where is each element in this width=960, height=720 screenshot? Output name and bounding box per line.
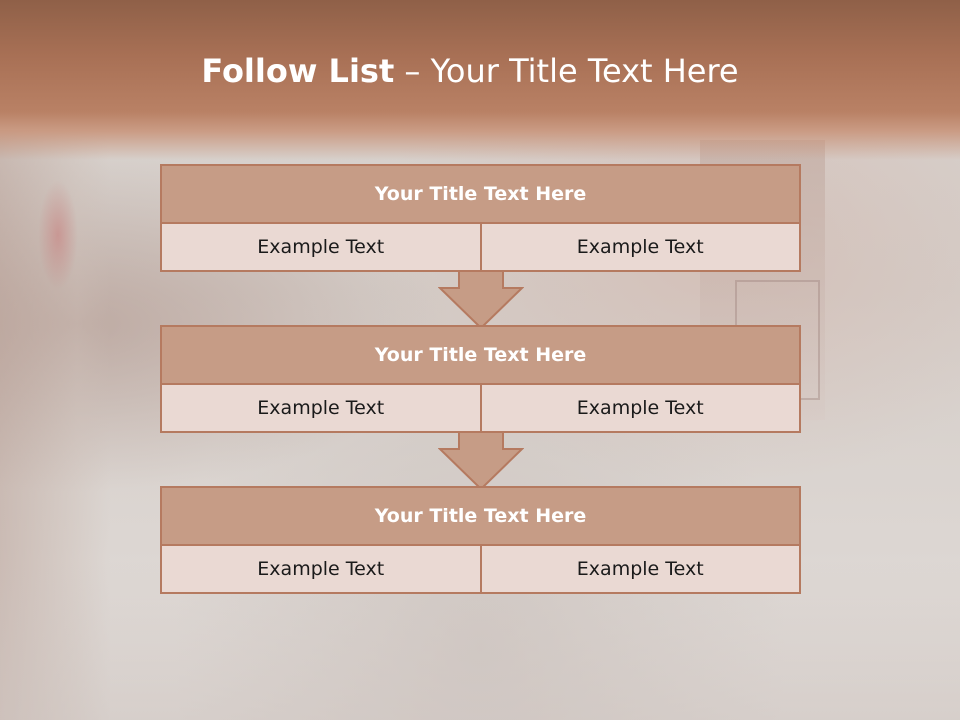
- slide-title-bold: Follow List: [201, 52, 395, 90]
- down-arrow-icon: [438, 431, 524, 491]
- flow-box-cell-right[interactable]: Example Text: [479, 224, 799, 270]
- flow-box-row: Example Text Example Text: [162, 385, 799, 431]
- flow-box-cell-left[interactable]: Example Text: [162, 224, 480, 270]
- flow-box-cell-right[interactable]: Example Text: [479, 385, 799, 431]
- flow-box-3[interactable]: Your Title Text Here Example Text Exampl…: [160, 486, 801, 594]
- flow-box-header: Your Title Text Here: [162, 166, 799, 224]
- flow-box-cell-right[interactable]: Example Text: [479, 546, 799, 592]
- flow-box-header: Your Title Text Here: [162, 488, 799, 546]
- down-arrow-icon: [438, 270, 524, 330]
- slide-title-rest: – Your Title Text Here: [394, 52, 739, 90]
- background-stain: [38, 180, 78, 290]
- flow-box-row: Example Text Example Text: [162, 224, 799, 270]
- flow-box-1[interactable]: Your Title Text Here Example Text Exampl…: [160, 164, 801, 272]
- slide-title[interactable]: Follow List – Your Title Text Here: [0, 52, 940, 90]
- flow-box-row: Example Text Example Text: [162, 546, 799, 592]
- flow-box-2[interactable]: Your Title Text Here Example Text Exampl…: [160, 325, 801, 433]
- flow-box-header: Your Title Text Here: [162, 327, 799, 385]
- title-band: [0, 0, 960, 160]
- flow-box-cell-left[interactable]: Example Text: [162, 546, 480, 592]
- flow-box-cell-left[interactable]: Example Text: [162, 385, 480, 431]
